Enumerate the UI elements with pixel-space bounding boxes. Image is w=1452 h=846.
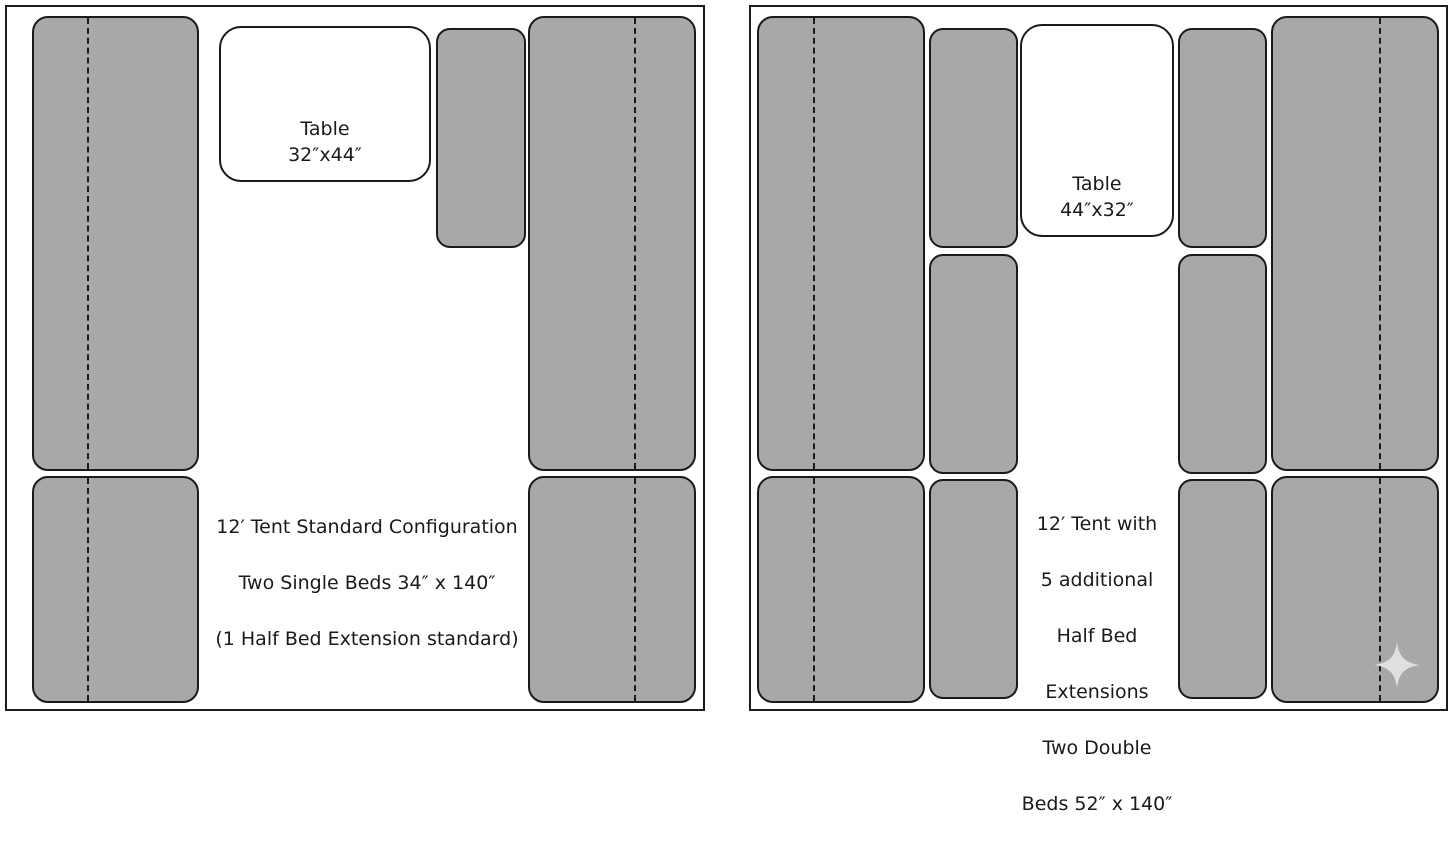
half-bed-extension xyxy=(929,254,1018,474)
caption-line: Half Bed xyxy=(1056,625,1138,647)
single-bed-left xyxy=(32,16,199,471)
single-bed-right xyxy=(528,16,696,471)
caption-line: 12′ Tent Standard Configuration xyxy=(216,516,518,538)
half-bed-extension xyxy=(1178,254,1267,474)
table-size: 44″x32″ xyxy=(1060,199,1134,221)
sparkle-icon xyxy=(1374,642,1420,688)
caption-line: Extensions xyxy=(1045,681,1149,703)
caption-line: (1 Half Bed Extension standard) xyxy=(215,628,519,650)
half-bed-extension-standard xyxy=(436,28,526,248)
standard-configuration-caption: 12′ Tent Standard Configuration Two Sing… xyxy=(202,485,532,681)
caption-line: 12′ Tent with xyxy=(1036,513,1158,535)
bed-seam-line xyxy=(813,18,815,469)
bed-seam-line xyxy=(813,478,815,701)
table-label: Table xyxy=(1072,173,1122,195)
table-label: Table xyxy=(300,118,350,140)
extended-configuration-caption: 12′ Tent with 5 additional Half Bed Exte… xyxy=(1020,482,1174,846)
bed-seam-line xyxy=(634,478,636,701)
half-bed-extension-left xyxy=(757,476,925,703)
table: Table 44″x32″ xyxy=(1020,24,1174,237)
bed-seam-line xyxy=(634,18,636,469)
caption-line: Beds 52″ x 140″ xyxy=(1021,793,1173,815)
caption-line: 5 additional xyxy=(1040,569,1154,591)
table: Table 32″x44″ xyxy=(219,26,431,182)
table-size: 32″x44″ xyxy=(288,144,362,166)
bed-seam-line xyxy=(1379,18,1381,469)
half-bed-extension xyxy=(929,479,1018,699)
half-bed-extension xyxy=(929,28,1018,248)
caption-line: Two Double xyxy=(1042,737,1152,759)
double-bed-left xyxy=(757,16,925,471)
double-bed-right xyxy=(1271,16,1439,471)
bed-seam-line xyxy=(87,478,89,701)
half-bed-extension xyxy=(1178,479,1267,699)
half-bed-extension-left xyxy=(32,476,199,703)
caption-line: Two Single Beds 34″ x 140″ xyxy=(238,572,496,594)
bed-seam-line xyxy=(1379,478,1381,701)
bed-seam-line xyxy=(87,18,89,469)
half-bed-extension xyxy=(1178,28,1267,248)
half-bed-extension-right xyxy=(528,476,696,703)
